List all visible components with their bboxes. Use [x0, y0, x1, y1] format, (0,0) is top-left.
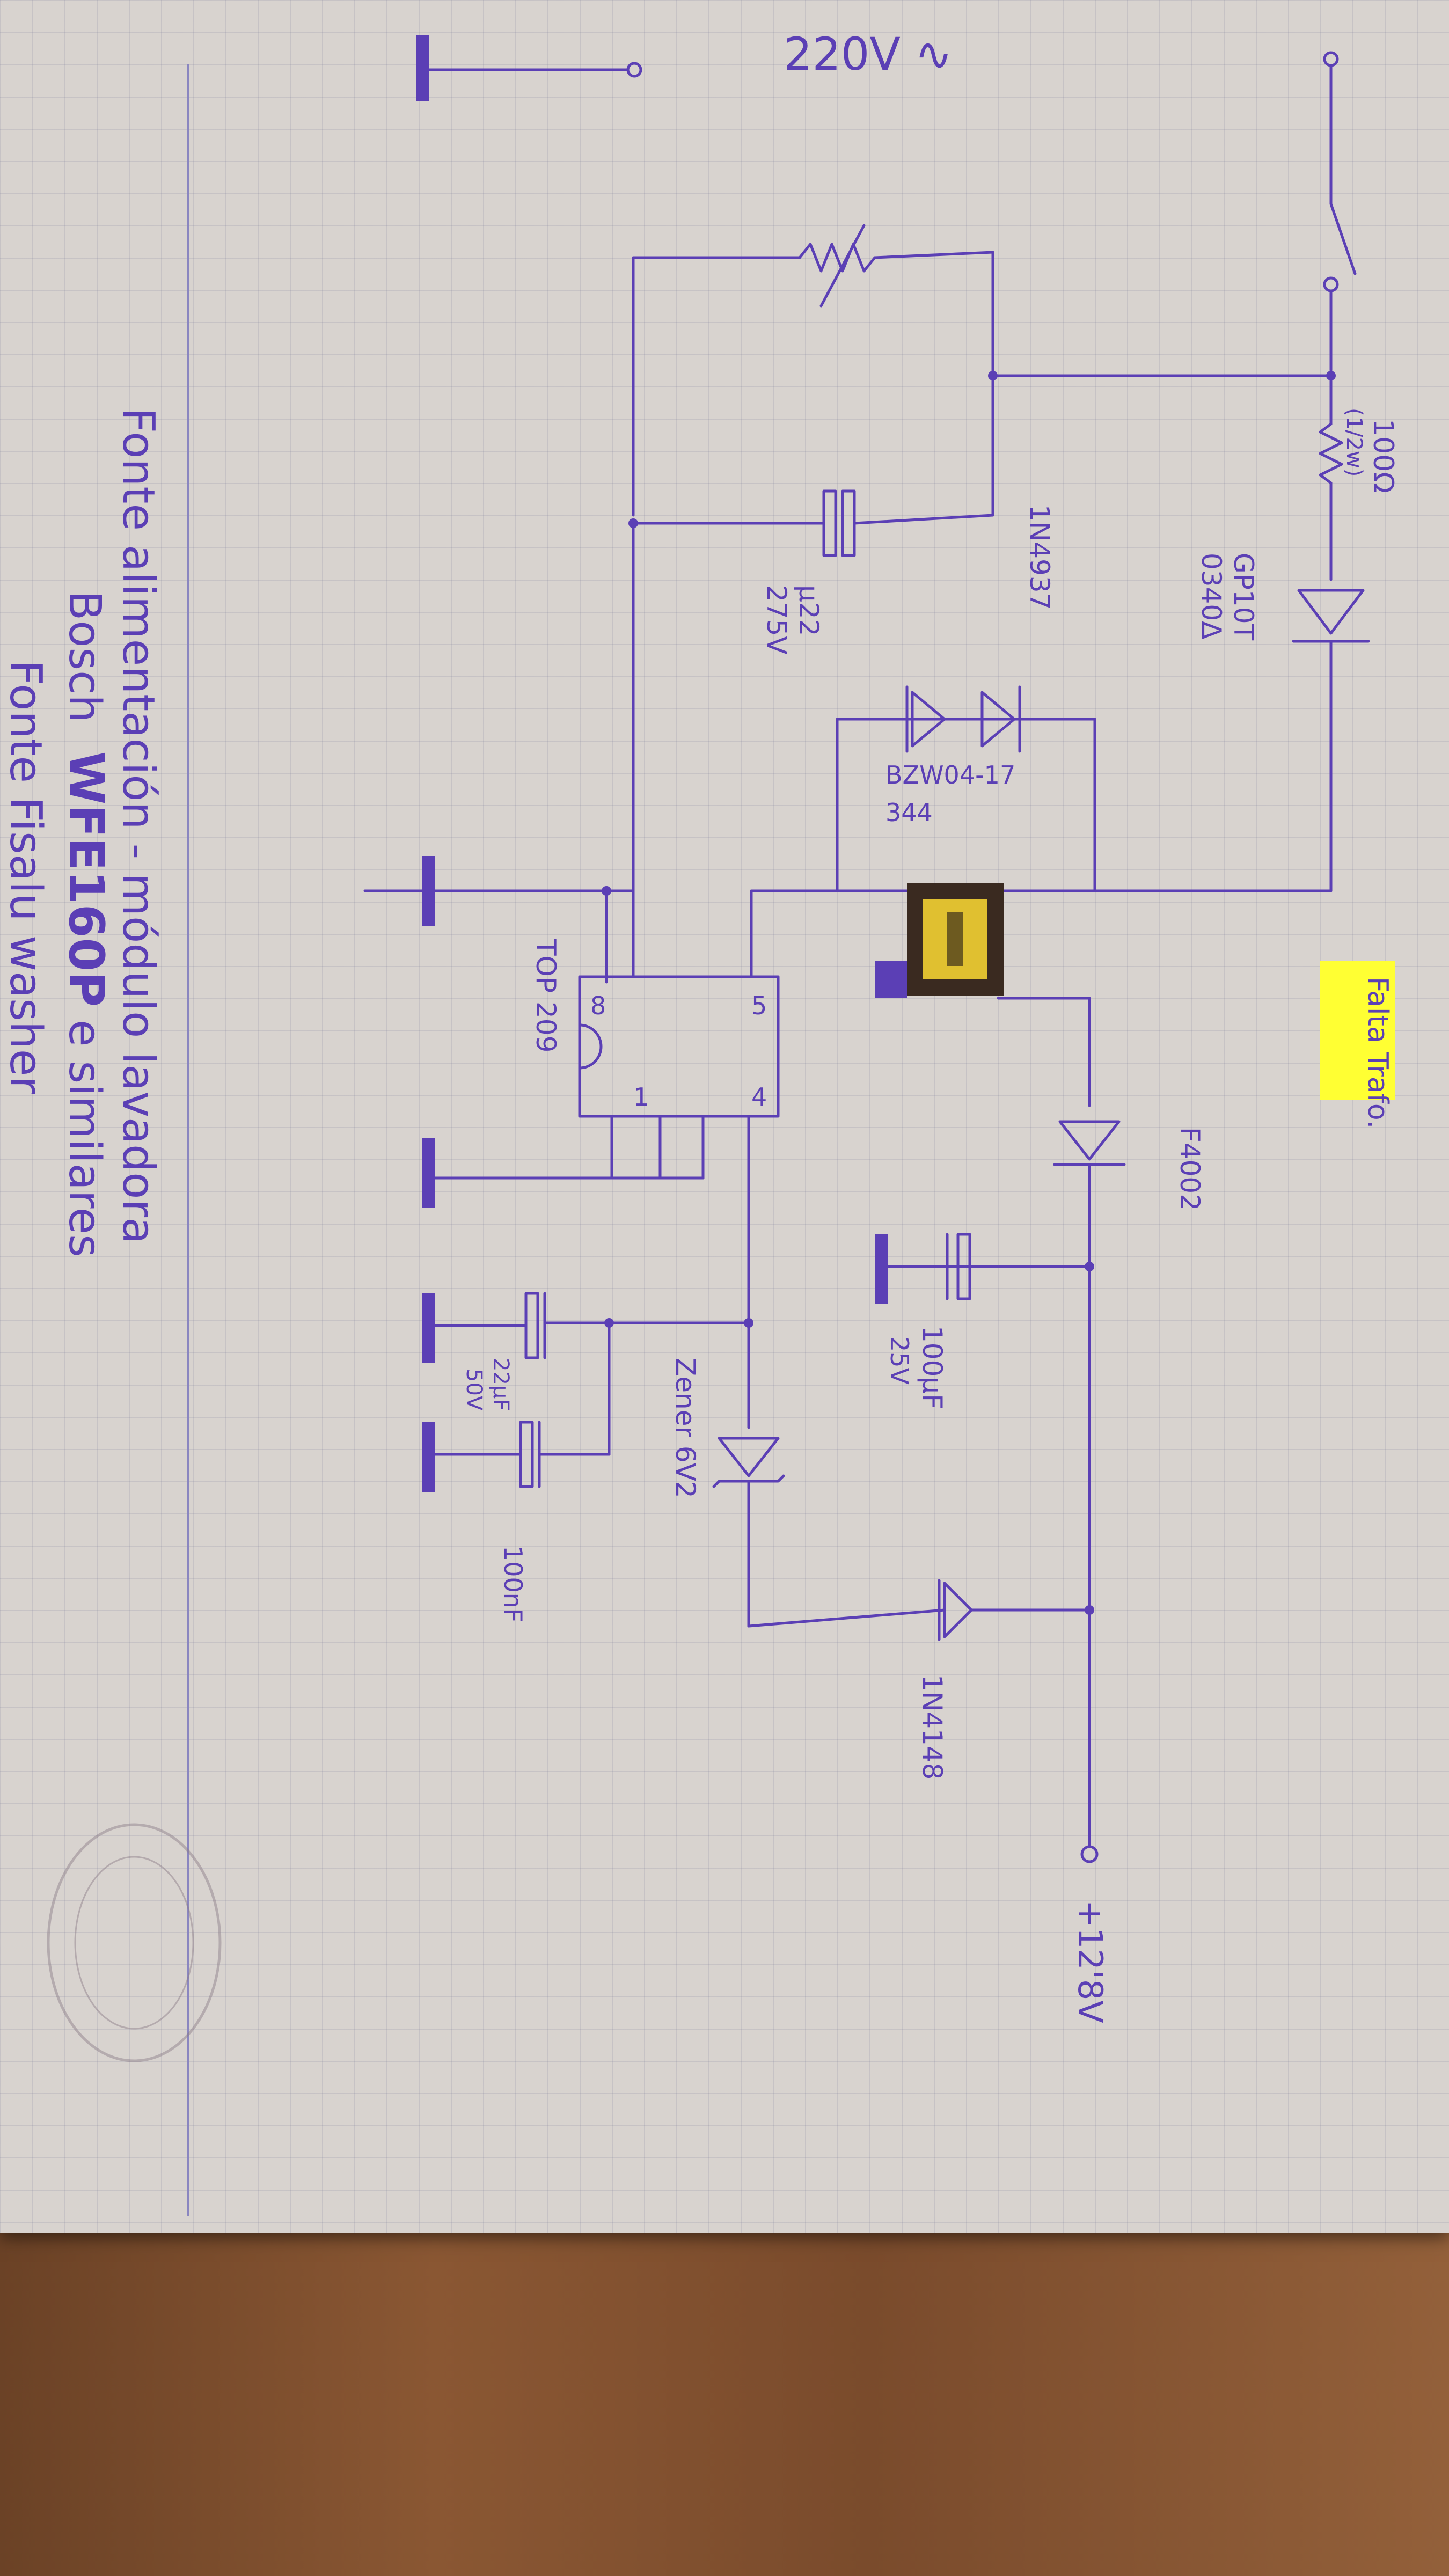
inrush-resistor-label: 100Ω [1367, 419, 1399, 493]
bias-cap-label: 22μF [488, 1358, 513, 1411]
output-voltage-label: +12'8V [1071, 1900, 1110, 2023]
zener-diode [712, 1437, 946, 1628]
bias-cap2-label: 100nF [499, 1546, 528, 1622]
ground-terminal-1 [363, 856, 635, 984]
svg-text:e similares: e similares [59, 1020, 110, 1257]
bias-capacitors [422, 1292, 753, 1492]
ic-pin-4: 4 [751, 1082, 767, 1111]
svg-text:Falta Trafo.: Falta Trafo. [1362, 977, 1394, 1129]
sense-diode [938, 1579, 1094, 1641]
ic-pin-1: 1 [633, 1082, 649, 1111]
clamp-diode1-label: 1N4937 [1024, 504, 1055, 610]
ic-source-ground [422, 1115, 705, 1208]
margin-model-line: Bosch WFE160P e similares [58, 590, 114, 1257]
top-left-terminal [416, 35, 642, 101]
x-cap-label: μ22 [793, 585, 824, 636]
mains-switch [1323, 51, 1357, 372]
clamp-diode2-label: BZW04-17 [885, 760, 1015, 789]
secondary-output [875, 997, 1126, 1848]
clamp-diode2-sub: 344 [885, 798, 933, 827]
input-diode-label: GP10T [1228, 553, 1259, 641]
ic-pin-5: 5 [751, 991, 767, 1020]
output-terminal [1080, 1845, 1099, 1863]
svg-text:WFE160P: WFE160P [58, 751, 114, 1007]
output-diode-label: F4002 [1174, 1127, 1205, 1211]
inrush-resistor-sub: (1/2w) [1342, 408, 1366, 477]
input-rectifier-diode [1292, 589, 1370, 892]
transformer-footprint [875, 883, 1004, 998]
output-cap-label: 100μF [917, 1326, 948, 1409]
input-diode-sub: 0340Δ [1196, 553, 1227, 639]
sense-diode-label: 1N4148 [917, 1674, 948, 1780]
ic-pin-8: 8 [590, 991, 606, 1020]
svg-text:Bosch: Bosch [59, 590, 110, 722]
margin-brand-line: Fonte Fisalu washer [0, 660, 51, 1094]
supply-voltage-label: 220V ∿ [784, 28, 953, 80]
clamp-diode-pair [836, 685, 1096, 892]
missing-transformer-note: Falta Trafo. [1320, 961, 1395, 1129]
ic-label: TOP 209 [530, 939, 561, 1052]
margin-title-line: Fonte alimentación - módulo lavadora [113, 408, 164, 1244]
ic-top209 [578, 975, 780, 1118]
bias-cap-sub: 50V [462, 1368, 486, 1411]
x-cap-sub: 275V [761, 585, 792, 655]
zener-label: Zener 6V2 [670, 1358, 701, 1498]
input-filter-box [628, 224, 994, 557]
output-cap-sub: 25V [885, 1336, 914, 1385]
inrush-resistor [1319, 374, 1343, 581]
faint-stamp [47, 1823, 222, 2062]
